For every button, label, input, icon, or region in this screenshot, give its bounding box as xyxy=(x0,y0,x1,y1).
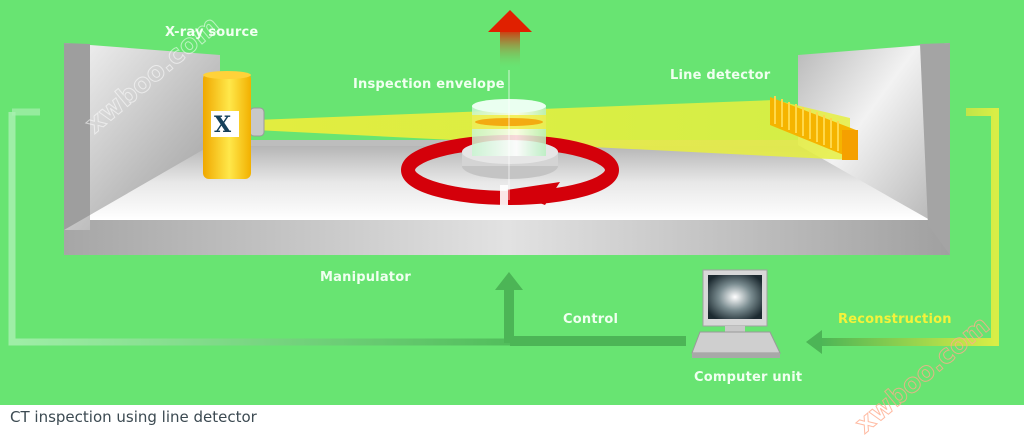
xray-beam xyxy=(255,100,850,160)
inspection-envelope-label: Inspection envelope xyxy=(353,77,505,92)
right-wall xyxy=(798,43,950,250)
lift-arrow-icon xyxy=(488,10,532,32)
reconstruction-label: Reconstruction xyxy=(838,312,952,327)
computer-unit-icon xyxy=(691,269,781,358)
ct-setup-illustration xyxy=(8,10,999,358)
control-loop-line xyxy=(8,112,520,346)
xray-source-label: X-ray source xyxy=(165,25,259,40)
reconstruction-arrow-icon xyxy=(806,330,822,354)
left-wall xyxy=(64,43,220,230)
xray-symbol: X xyxy=(214,112,232,138)
line-detector xyxy=(770,96,858,160)
reconstruction-line xyxy=(820,108,999,346)
computer-unit-label: Computer unit xyxy=(694,370,803,385)
manipulator-label: Manipulator xyxy=(320,270,411,285)
figure-caption: CT inspection using line detector xyxy=(10,408,257,426)
xray-source-marker xyxy=(211,111,239,137)
manipulator-arrow-icon xyxy=(495,272,523,290)
control-label: Control xyxy=(563,312,619,327)
line-detector-label: Line detector xyxy=(670,68,771,83)
diagram-canvas: X X-ray source Inspection envelope Line … xyxy=(0,0,1024,405)
